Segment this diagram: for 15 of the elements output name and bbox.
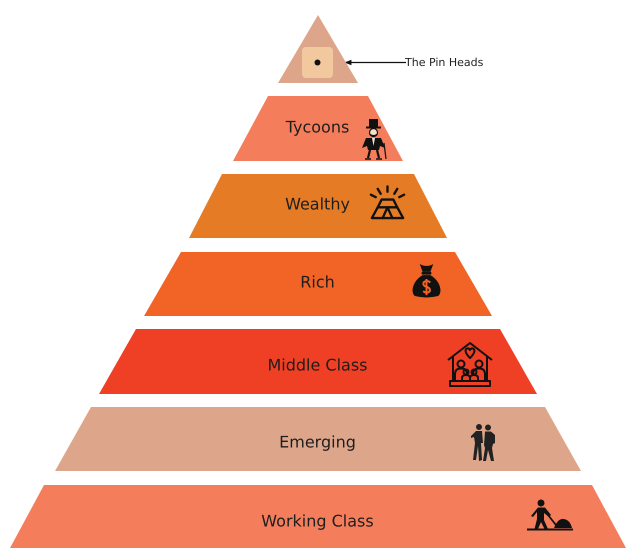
tier-label: Working Class bbox=[261, 511, 374, 530]
pyramid-tier bbox=[144, 252, 492, 316]
tier-label: Wealthy bbox=[285, 194, 350, 214]
annotation-text: The Pin Heads bbox=[405, 54, 484, 71]
pyramid-apex bbox=[278, 15, 358, 83]
tier-label: Middle Class bbox=[267, 355, 368, 374]
pyramid-tier bbox=[10, 485, 626, 548]
pyramid-tier bbox=[98, 329, 536, 394]
pyramid-tier bbox=[54, 407, 580, 471]
tier-label: Rich bbox=[300, 272, 335, 292]
leader-arrow bbox=[344, 60, 406, 66]
tier-label: Emerging bbox=[279, 432, 356, 452]
pyramid-tier bbox=[232, 96, 402, 161]
tier-label: Tycoons bbox=[286, 117, 350, 136]
pyramid-tier bbox=[188, 174, 446, 238]
